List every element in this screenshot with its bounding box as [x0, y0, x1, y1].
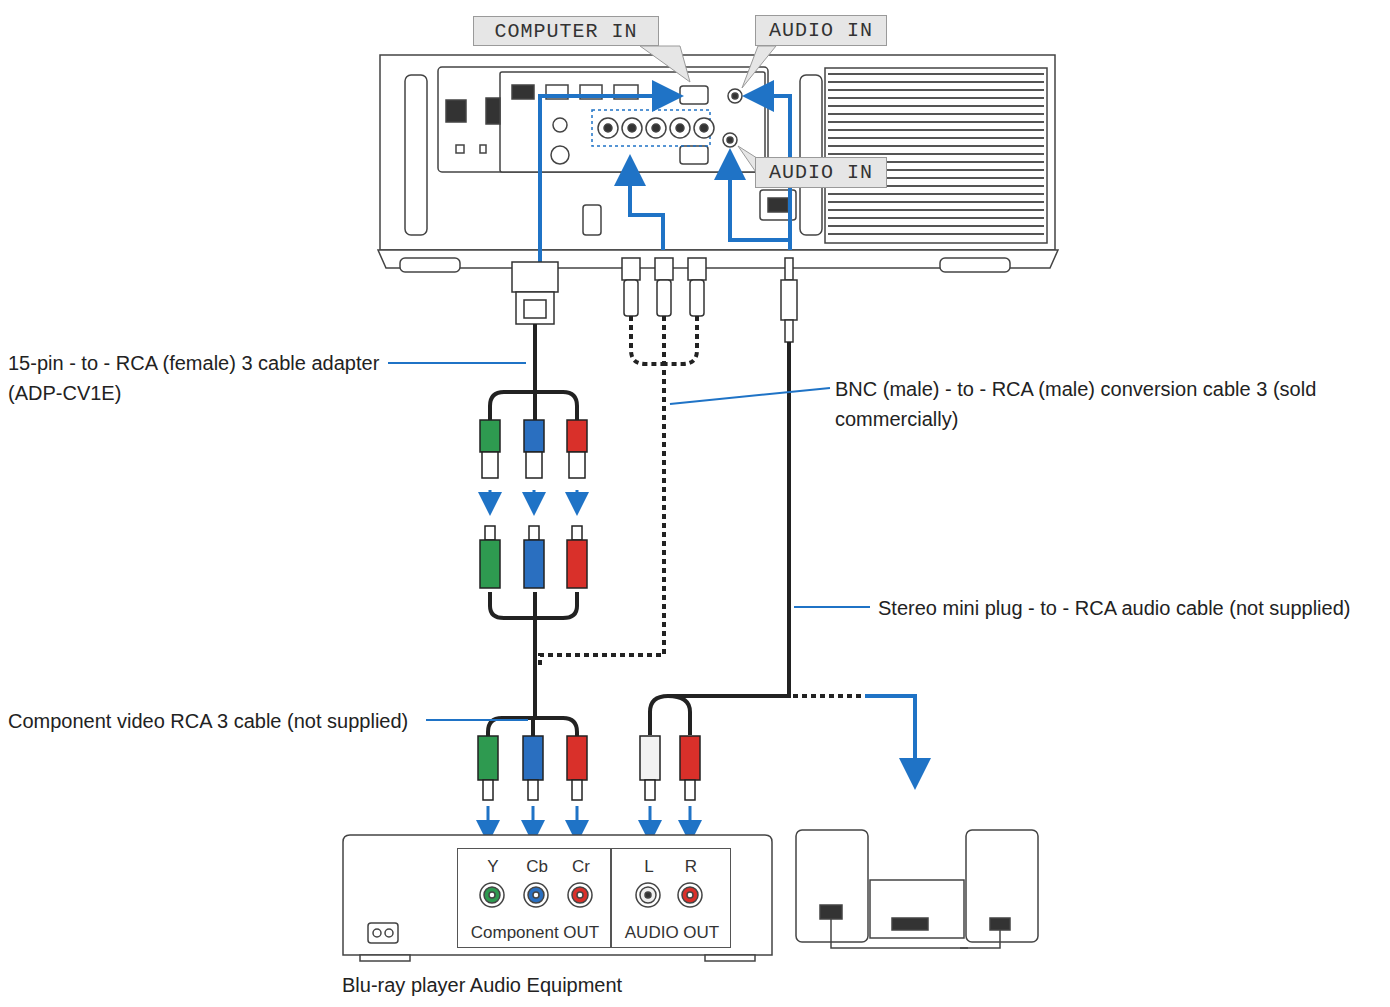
port-label: Cb — [526, 857, 548, 877]
leader-lines — [388, 363, 870, 720]
port-label: Cr — [572, 857, 590, 877]
mini-plug — [781, 258, 797, 342]
output-panel: L R AUDIO OUT — [611, 848, 731, 948]
callout-text: AUDIO IN — [769, 19, 873, 42]
vga-connector — [512, 262, 558, 324]
bnc-connectors — [622, 258, 706, 316]
port-label: Component OUT — [471, 923, 600, 943]
projector — [378, 55, 1058, 272]
projector-vents — [828, 74, 1044, 234]
routing-arrows — [540, 96, 915, 782]
cable-label: 15-pin - to - RCA (female) 3 cable adapt… — [8, 348, 380, 408]
bluray-player — [343, 835, 772, 961]
port-label: R — [685, 857, 697, 877]
output-panel: Y Cb CrComponent OUT — [457, 848, 611, 948]
speaker-link — [793, 694, 862, 698]
cable-label: Component video RCA 3 cable (not supplie… — [8, 706, 418, 736]
cables — [488, 324, 789, 736]
bnc-cables — [540, 316, 697, 668]
callout-text: COMPUTER IN — [494, 20, 637, 43]
cable-label: Stereo mini plug - to - RCA audio cable … — [878, 593, 1368, 623]
port-label: AUDIO OUT — [625, 923, 719, 943]
port-label: L — [644, 857, 653, 877]
device-caption: Blu-ray player Audio Equipment — [342, 970, 782, 1000]
callout-box: COMPUTER IN — [473, 16, 659, 46]
plug-arrows — [488, 490, 690, 838]
callout-box: AUDIO IN — [755, 15, 887, 46]
port-label: Y — [487, 857, 498, 877]
speakers — [796, 830, 1038, 948]
cable-label: BNC (male) - to - RCA (male) conversion … — [835, 374, 1383, 434]
callout-text: AUDIO IN — [769, 161, 873, 184]
rca-plugs — [478, 420, 700, 800]
callout-box: AUDIO IN — [755, 157, 887, 188]
